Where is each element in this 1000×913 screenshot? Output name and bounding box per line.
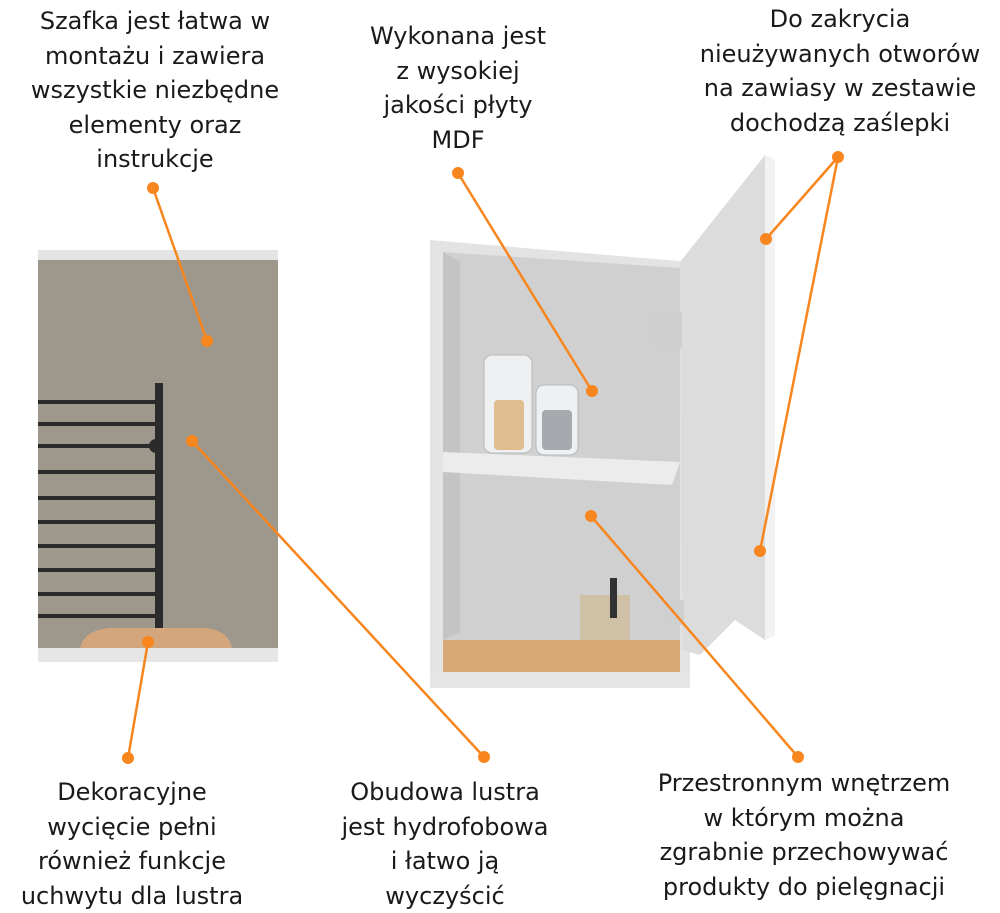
caption-line: nieużywanych otworów (699, 39, 981, 68)
caption-line: instrukcje (96, 145, 214, 173)
caption-line: jest hydrofobowa (341, 812, 549, 841)
caption-line: i łatwo ją (390, 847, 500, 875)
wooden-base (443, 640, 680, 672)
shelf (443, 452, 680, 485)
caption-line: Szafka jest łatwa w (39, 7, 271, 35)
hinge (652, 312, 682, 348)
caption-line: wszystkie niezbędne (30, 76, 280, 104)
callout-caps: Do zakrycia nieużywanych otworów na zawi… (700, 2, 981, 140)
caption-line: na zawiasy w zestawie (703, 74, 977, 102)
caption-line: Wykonana jest (369, 22, 547, 50)
caption-line: Obudowa lustra (350, 778, 540, 806)
callout-assembly: Szafka jest łatwa w montażu i zawiera ws… (31, 4, 279, 177)
callout-dots (122, 151, 844, 764)
callout-hydrophobic: Obudowa lustra jest hydrofobowa i łatwo … (341, 775, 548, 913)
caption-line: w którym można (703, 803, 905, 832)
caption-line: elementy oraz (68, 110, 242, 139)
caption-line: zgrabnie przechowywać (659, 838, 949, 866)
caption-line: wycięcie pełni (47, 812, 217, 841)
caption-line: Przestronnym wnętrzem (657, 769, 951, 797)
jars (483, 354, 630, 640)
open-cabinet (430, 155, 775, 688)
towel-rail (38, 383, 163, 631)
caption-line: produkty do pielęgnacji (662, 872, 946, 901)
wooden-handle-cutout (80, 628, 232, 648)
caption-line: dochodzą zaślepki (729, 108, 951, 137)
caption-line: montażu i zawiera (44, 41, 266, 70)
callout-mdf: Wykonana jest z wysokiej jakości płyty M… (370, 19, 546, 157)
caption-line: uchwytu dla lustra (20, 881, 244, 910)
caption-line: Do zakrycia (769, 5, 911, 33)
open-door (680, 155, 775, 655)
caption-line: wyczyścić (385, 881, 505, 910)
caption-line: MDF (431, 125, 485, 154)
callout-lines (126, 156, 840, 759)
closed-mirror-cabinet (38, 250, 278, 662)
callout-interior: Przestronnym wnętrzem w którym można zgr… (658, 766, 950, 904)
caption-line: jakości płyty (383, 91, 533, 119)
caption-line: z wysokiej (396, 56, 520, 85)
caption-line: również funkcje (38, 847, 226, 875)
callout-cutout: Dekoracyjne wycięcie pełni również funkc… (21, 775, 243, 913)
caption-line: Dekoracyjne (57, 778, 207, 806)
